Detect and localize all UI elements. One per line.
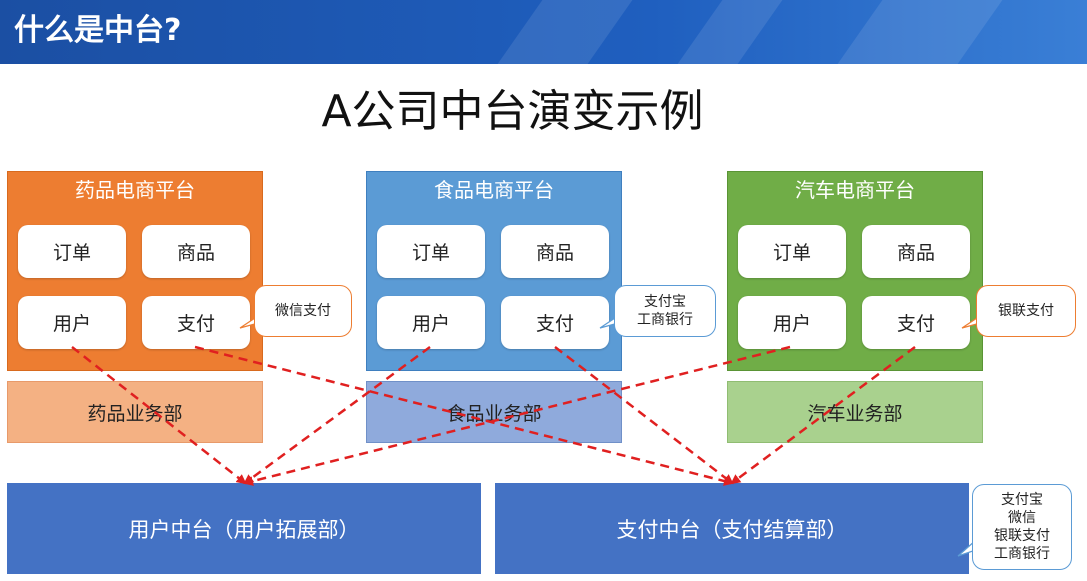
- module-order: 订单: [18, 225, 126, 278]
- header-title: 什么是中台?: [14, 13, 182, 48]
- module-order: 订单: [738, 225, 846, 278]
- callout-auto-payment: 银联支付: [976, 285, 1076, 337]
- arrow-user-pharma: [71, 346, 247, 485]
- callout-line: 微信支付: [275, 303, 331, 319]
- main-title: A公司中台演变示例: [321, 86, 704, 137]
- user-center: 用户中台（用户拓展部）: [7, 483, 481, 574]
- module-payment: 支付: [862, 296, 970, 349]
- callout-line: 支付宝: [644, 294, 686, 310]
- module-user: 用户: [18, 296, 126, 349]
- arrow-pay-food: [554, 346, 734, 485]
- callout-pharma-payment: 微信支付: [254, 285, 352, 337]
- platform-title: 食品电商平台: [434, 178, 554, 202]
- department-pharma: 药品业务部: [7, 381, 263, 443]
- platform-pharma: 药品电商平台 订单 商品 用户 支付: [7, 171, 263, 371]
- arrow-user-auto: [243, 345, 791, 486]
- platform-auto: 汽车电商平台 订单 商品 用户 支付: [727, 171, 983, 371]
- module-user: 用户: [377, 296, 485, 349]
- payment-center: 支付中台（支付结算部）: [495, 483, 969, 574]
- callout-food-payment: 支付宝 工商银行: [614, 285, 716, 337]
- module-product: 商品: [862, 225, 970, 278]
- callout-line: 工商银行: [637, 312, 693, 328]
- department-auto: 汽车业务部: [727, 381, 983, 443]
- module-order: 订单: [377, 225, 485, 278]
- arrow-pay-pharma: [194, 345, 734, 486]
- module-payment: 支付: [501, 296, 609, 349]
- callout-payment-center: 支付宝 微信 银联支付 工商银行: [972, 484, 1072, 570]
- arrow-user-food: [243, 345, 431, 485]
- module-user: 用户: [738, 296, 846, 349]
- callout-line: 银联支付: [994, 528, 1050, 544]
- callout-line: 微信: [1008, 510, 1036, 526]
- platform-food: 食品电商平台 订单 商品 用户 支付: [366, 171, 622, 371]
- callout-line: 工商银行: [994, 546, 1050, 562]
- arrow-pay-auto: [730, 345, 916, 485]
- department-food: 食品业务部: [366, 381, 622, 443]
- module-payment: 支付: [142, 296, 250, 349]
- header-banner: 什么是中台?: [0, 0, 1087, 64]
- module-product: 商品: [142, 225, 250, 278]
- callout-line: 支付宝: [1001, 492, 1043, 508]
- platform-title: 汽车电商平台: [795, 178, 915, 202]
- callout-line: 银联支付: [998, 303, 1054, 319]
- module-product: 商品: [501, 225, 609, 278]
- platform-title: 药品电商平台: [75, 178, 195, 202]
